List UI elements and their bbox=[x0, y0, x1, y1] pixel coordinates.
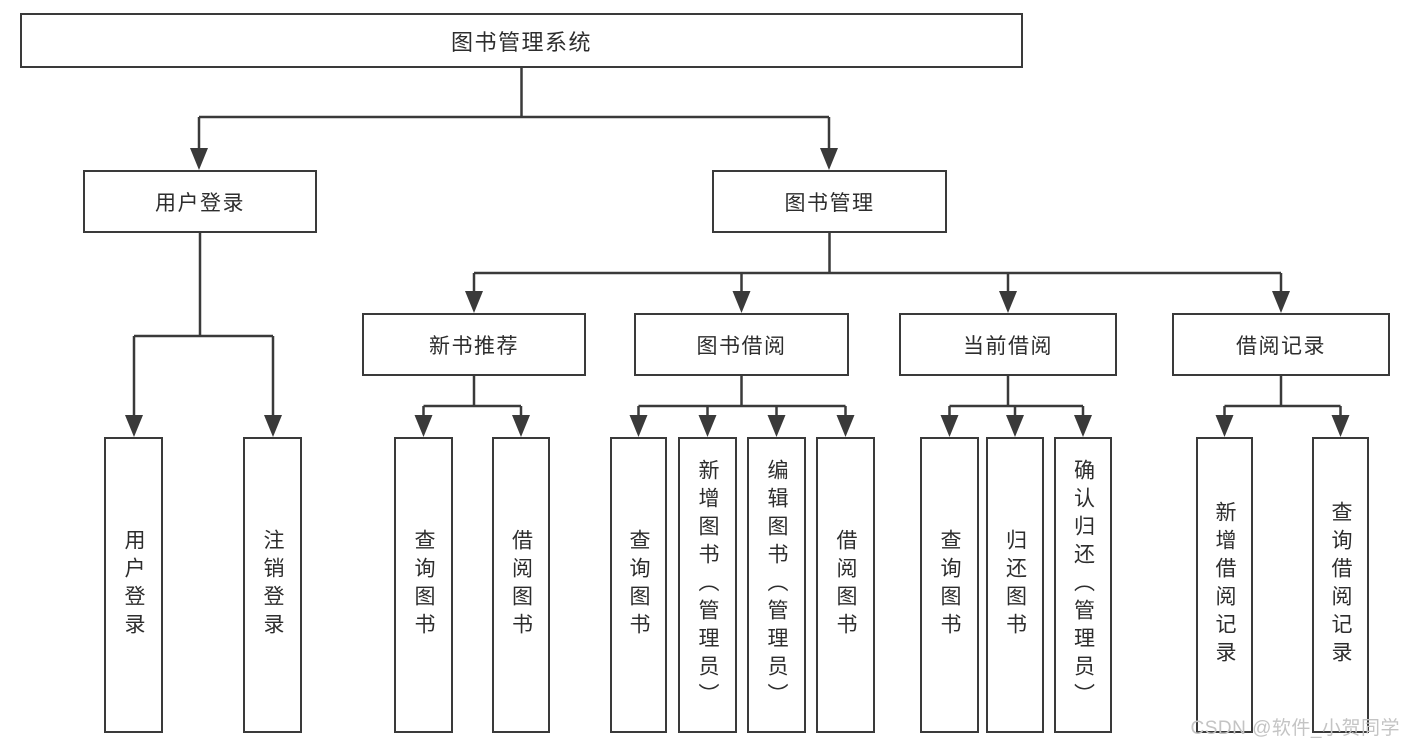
node-current-borrow: 当前借阅 bbox=[899, 313, 1117, 376]
arrowheads-book-borrow-children bbox=[629, 415, 855, 437]
leaf-borrow-add: 新增图书（管理员） bbox=[678, 437, 737, 733]
node-root-label: 图书管理系统 bbox=[450, 29, 592, 55]
arrowheads-current-borrow-children bbox=[940, 415, 1092, 437]
node-book-borrow-label: 图书借阅 bbox=[696, 334, 787, 358]
arrowheads-book-mgmt-children bbox=[465, 291, 1290, 313]
leaf-borrow-edit-label: 编辑图书（管理员） bbox=[765, 459, 788, 711]
leaf-newbook-borrow-label: 借阅图书 bbox=[509, 529, 533, 641]
leaf-borrow-query: 查询图书 bbox=[610, 437, 667, 733]
leaf-current-confirm: 确认归还（管理员） bbox=[1054, 437, 1112, 733]
node-root: 图书管理系统 bbox=[20, 13, 1023, 68]
connector-user-login-children bbox=[132, 233, 275, 417]
leaf-logout-label: 注销登录 bbox=[261, 529, 284, 641]
connector-root-to-level2 bbox=[197, 68, 831, 150]
leaf-current-query-label: 查询图书 bbox=[938, 529, 961, 641]
leaf-record-add-label: 新增借阅记录 bbox=[1213, 501, 1236, 669]
leaf-borrow-add-label: 新增图书（管理员） bbox=[696, 459, 719, 711]
leaf-newbook-query-label: 查询图书 bbox=[412, 529, 435, 641]
leaf-current-query: 查询图书 bbox=[920, 437, 979, 733]
connector-borrow-record-children bbox=[1223, 376, 1342, 417]
connector-new-book-rec-children bbox=[422, 376, 523, 417]
watermark: CSDN @软件_小贺同学 bbox=[1190, 718, 1400, 739]
connector-current-borrow-children bbox=[948, 376, 1085, 417]
leaf-borrow-borrow: 借阅图书 bbox=[816, 437, 875, 733]
leaf-logout: 注销登录 bbox=[243, 437, 302, 733]
leaf-record-query: 查询借阅记录 bbox=[1312, 437, 1369, 733]
leaf-borrow-query-label: 查询图书 bbox=[627, 529, 650, 641]
node-book-borrow: 图书借阅 bbox=[634, 313, 849, 376]
leaf-user-login-label: 用户登录 bbox=[122, 529, 145, 641]
node-new-book-rec-label: 新书推荐 bbox=[429, 334, 519, 358]
connector-book-borrow-children bbox=[637, 376, 847, 417]
node-new-book-rec: 新书推荐 bbox=[362, 313, 586, 376]
leaf-borrow-edit: 编辑图书（管理员） bbox=[747, 437, 806, 733]
leaf-current-return-label: 归还图书 bbox=[1003, 529, 1027, 641]
arrowheads-root-to-level2 bbox=[190, 148, 838, 170]
node-book-mgmt: 图书管理 bbox=[712, 170, 947, 233]
leaf-record-add: 新增借阅记录 bbox=[1196, 437, 1253, 733]
node-user-login: 用户登录 bbox=[83, 170, 317, 233]
leaf-user-login: 用户登录 bbox=[104, 437, 163, 733]
leaf-newbook-query: 查询图书 bbox=[394, 437, 453, 733]
leaf-current-return: 归还图书 bbox=[986, 437, 1044, 733]
node-book-mgmt-label: 图书管理 bbox=[784, 191, 875, 215]
node-user-login-label: 用户登录 bbox=[155, 191, 245, 215]
arrowheads-new-book-rec-children bbox=[414, 415, 530, 437]
node-borrow-record-label: 借阅记录 bbox=[1236, 334, 1326, 358]
leaf-record-query-label: 查询借阅记录 bbox=[1329, 501, 1352, 669]
leaf-newbook-borrow: 借阅图书 bbox=[492, 437, 550, 733]
arrowheads-user-login-children bbox=[125, 415, 282, 437]
leaf-borrow-borrow-label: 借阅图书 bbox=[834, 529, 857, 641]
node-borrow-record: 借阅记录 bbox=[1172, 313, 1390, 376]
arrowheads-borrow-record-children bbox=[1215, 415, 1350, 437]
connector-book-mgmt-children bbox=[472, 233, 1283, 293]
node-current-borrow-label: 当前借阅 bbox=[963, 334, 1053, 358]
leaf-current-confirm-label: 确认归还（管理员） bbox=[1071, 459, 1095, 711]
